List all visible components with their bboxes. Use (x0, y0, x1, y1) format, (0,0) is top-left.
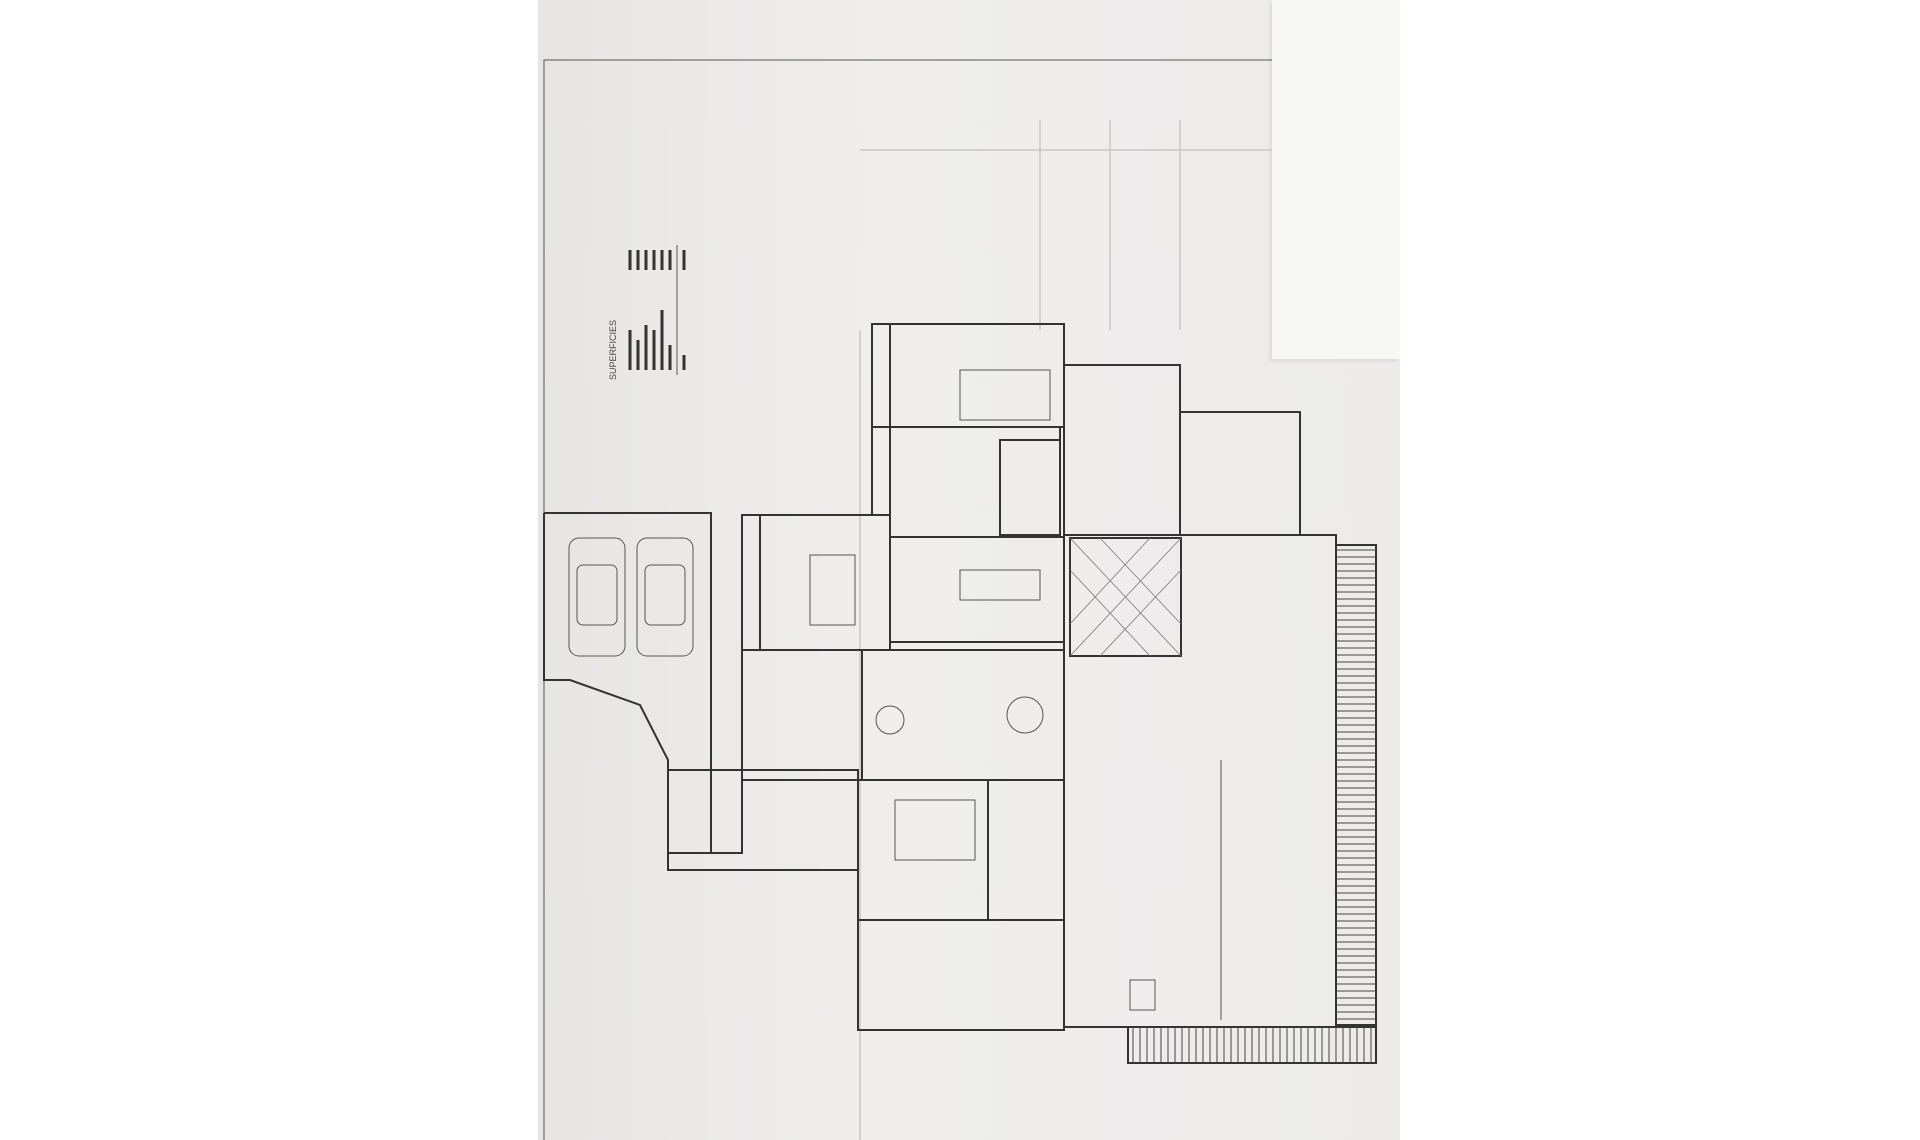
room-porch (857, 919, 1065, 1031)
folded-paper-corner (1272, 0, 1400, 359)
room-study (987, 779, 1065, 921)
room-bedroom (1063, 364, 1181, 536)
show-through-table (859, 120, 1272, 1140)
room-dining (759, 514, 891, 651)
patio-square (1069, 537, 1182, 657)
long-table-icon (959, 569, 1041, 601)
area-table-title: SUPERFICIES (608, 320, 618, 380)
area-table: SUPERFICIES (608, 245, 686, 380)
room-stairs (1179, 411, 1301, 536)
house-walls (667, 323, 1337, 1031)
sink-icon (1006, 696, 1044, 734)
room-office (889, 426, 1061, 538)
grill-icon (1129, 979, 1156, 1011)
room-master (857, 779, 989, 921)
tiled-patio-pattern (1069, 537, 1182, 657)
room-bedroom-2 (667, 769, 859, 871)
room-north (871, 323, 1065, 428)
room-bath (999, 439, 1061, 536)
sofa-icon (959, 369, 1051, 421)
pergola (1127, 544, 1377, 1064)
room-living (889, 536, 1065, 643)
dining-table-icon (809, 554, 856, 626)
car-icon (568, 537, 626, 657)
sheet-border (543, 59, 1272, 1140)
garage (543, 512, 712, 854)
car-icon (636, 537, 694, 657)
bed-icon (894, 799, 976, 861)
room-service (741, 649, 863, 781)
room-kitchen (861, 649, 1065, 781)
terrace (1063, 534, 1337, 1028)
